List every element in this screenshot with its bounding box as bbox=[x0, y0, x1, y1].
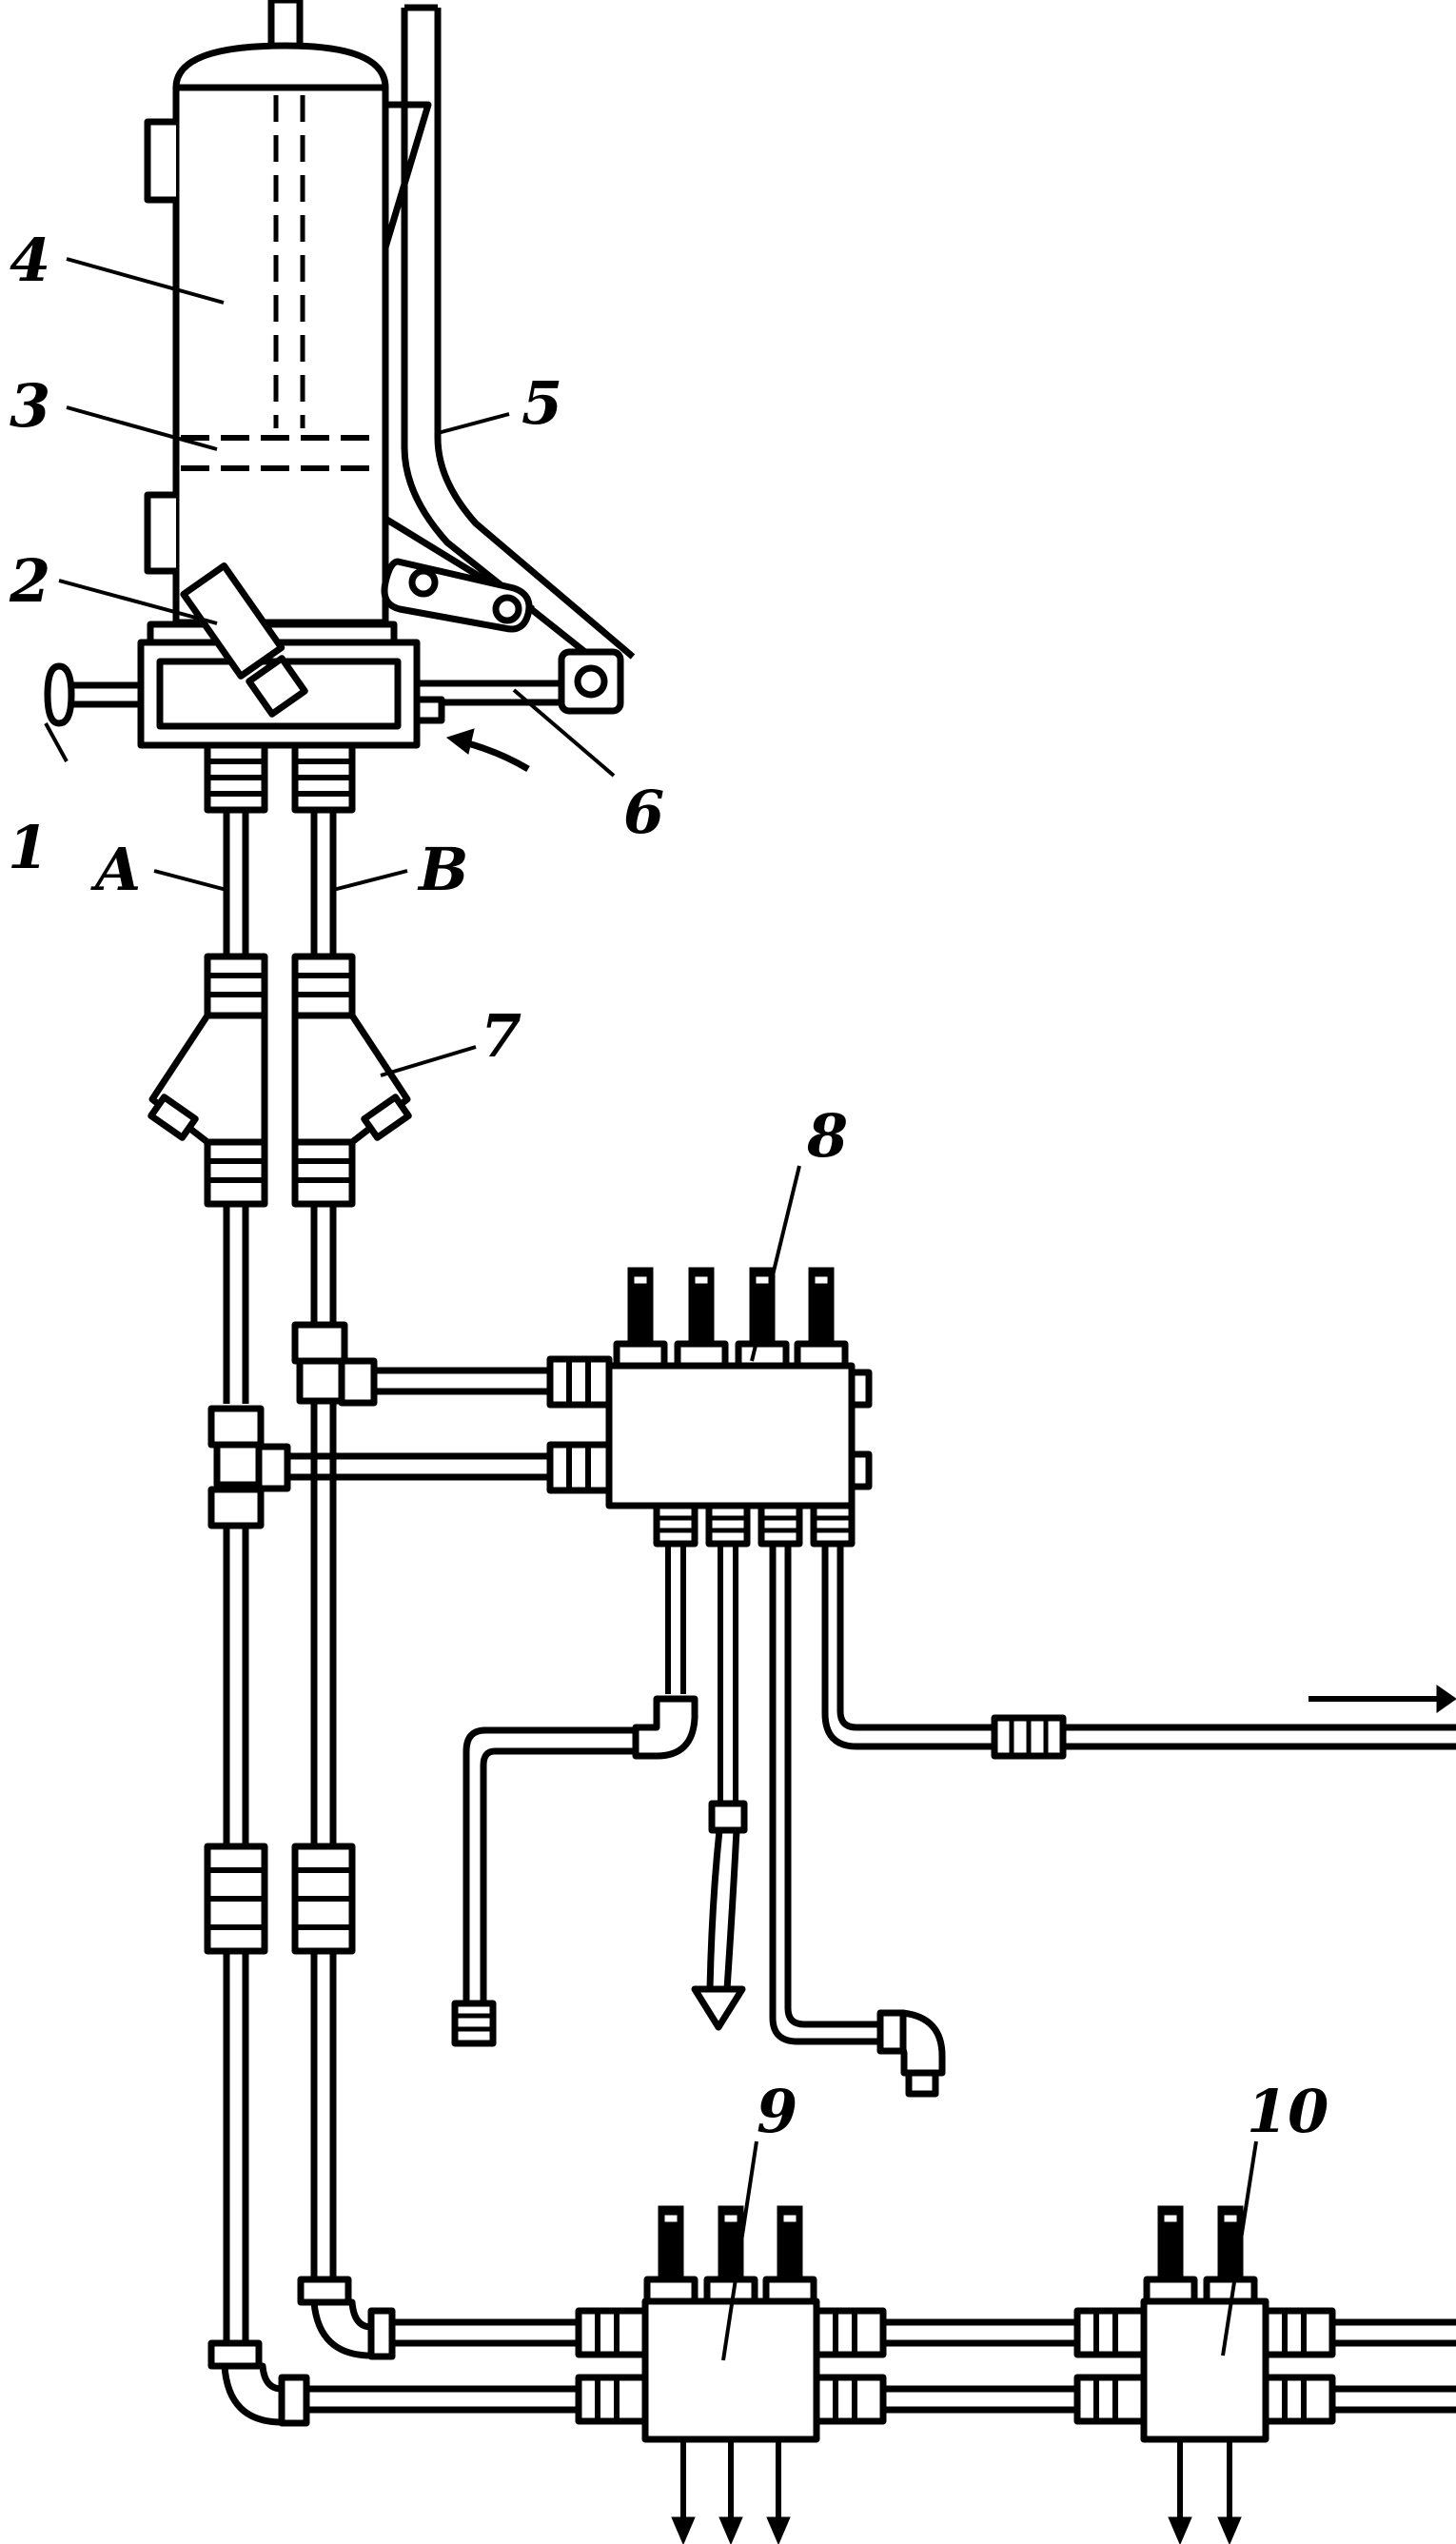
distributor-8-top-fittings bbox=[613, 1267, 849, 1370]
control-handle bbox=[44, 662, 143, 727]
distributor-10-outlet-arrows bbox=[1168, 2439, 1242, 2544]
label-10: 10 bbox=[1247, 2077, 1328, 2146]
label-1: 1 bbox=[8, 813, 49, 882]
flow-arrowhead bbox=[1436, 1685, 1456, 1713]
rotation-arrow bbox=[445, 728, 530, 773]
distributor-8-bottom-fittings bbox=[653, 1502, 856, 1548]
lever-linkage bbox=[381, 558, 624, 715]
pipe-a bbox=[223, 810, 249, 2343]
branch-line-4-main bbox=[821, 1544, 1456, 1760]
label-3: 3 bbox=[10, 371, 50, 441]
reservoir-tank bbox=[144, 0, 432, 626]
feed-lines-to-distributor-8 bbox=[287, 1367, 550, 1481]
distributor-8 bbox=[546, 1267, 873, 1548]
label-B: B bbox=[417, 835, 468, 904]
distributor-9-outlet-arrows bbox=[671, 2439, 791, 2544]
elbow-b bbox=[297, 2276, 579, 2360]
filter-right bbox=[291, 953, 412, 1208]
outlet-connectors bbox=[204, 741, 356, 814]
distributor-9 bbox=[575, 2205, 887, 2544]
lines-9-to-10 bbox=[883, 2318, 1077, 2414]
mid-couplings bbox=[204, 1843, 356, 1955]
pipe-b bbox=[310, 810, 337, 2279]
branch-line-2-hose bbox=[691, 1544, 748, 2031]
label-4: 4 bbox=[10, 226, 50, 295]
distributor-9-top-fittings bbox=[643, 2205, 817, 2305]
distributor-10 bbox=[1073, 2205, 1456, 2544]
label-2: 2 bbox=[9, 546, 50, 616]
label-7: 7 bbox=[481, 1001, 521, 1071]
plunger bbox=[180, 562, 308, 718]
filter-left bbox=[148, 953, 268, 1208]
tee-fittings bbox=[207, 1321, 378, 1529]
label-9: 9 bbox=[757, 2077, 797, 2146]
distributor-10-top-fittings bbox=[1143, 2205, 1258, 2305]
branch-line-3 bbox=[769, 1544, 946, 2098]
elbow-a bbox=[207, 2339, 579, 2427]
callout-labels: 4 3 2 1 A B 5 6 7 8 9 10 bbox=[8, 226, 1328, 2146]
leader-lines bbox=[44, 257, 1258, 2361]
label-8: 8 bbox=[806, 1101, 848, 1171]
label-5: 5 bbox=[521, 368, 562, 438]
branch-line-1 bbox=[451, 1544, 698, 2047]
label-6: 6 bbox=[623, 778, 664, 847]
label-A: A bbox=[90, 835, 141, 904]
